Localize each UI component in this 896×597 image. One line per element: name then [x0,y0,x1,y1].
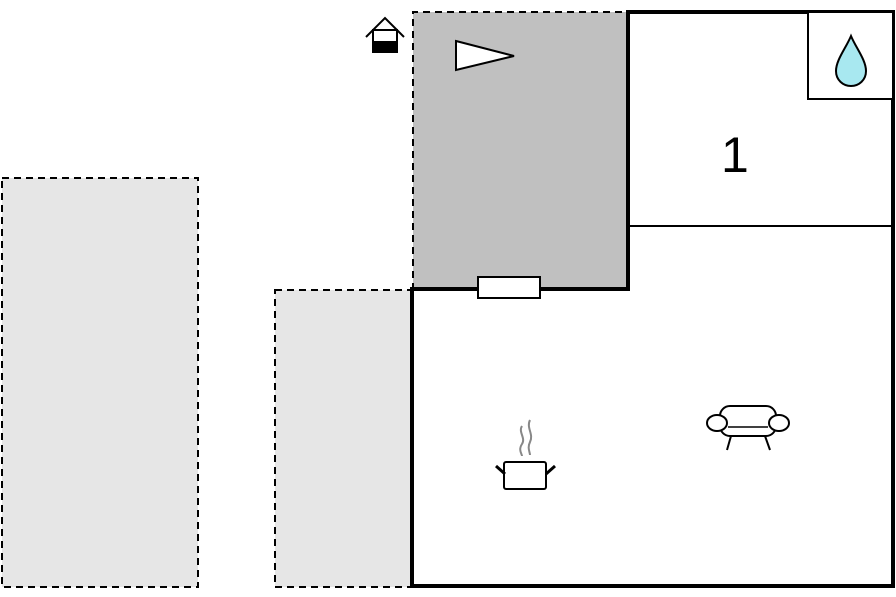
cooking-pot-icon [495,419,556,490]
terrace-dashed-border [412,11,628,290]
sofa-icon [706,405,790,451]
door-opening [477,276,541,299]
house-entrance-icon [365,16,405,53]
terrace-flag-icon [455,39,515,72]
outdoor-area-middle [274,289,413,588]
terrace [413,12,628,290]
outdoor-area-left [1,177,199,588]
water-drop-icon [834,33,868,88]
room-label-bedroom: 1 [721,127,749,183]
